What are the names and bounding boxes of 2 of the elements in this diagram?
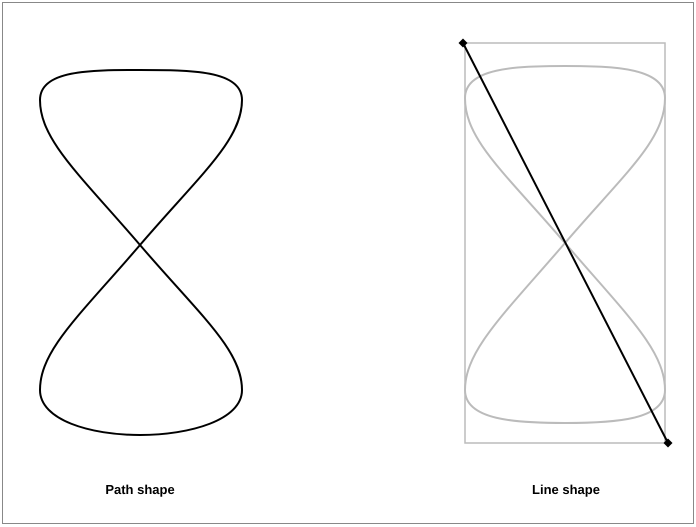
shape-caption: Line shape — [532, 482, 600, 497]
shape-caption: Path shape — [105, 482, 175, 497]
